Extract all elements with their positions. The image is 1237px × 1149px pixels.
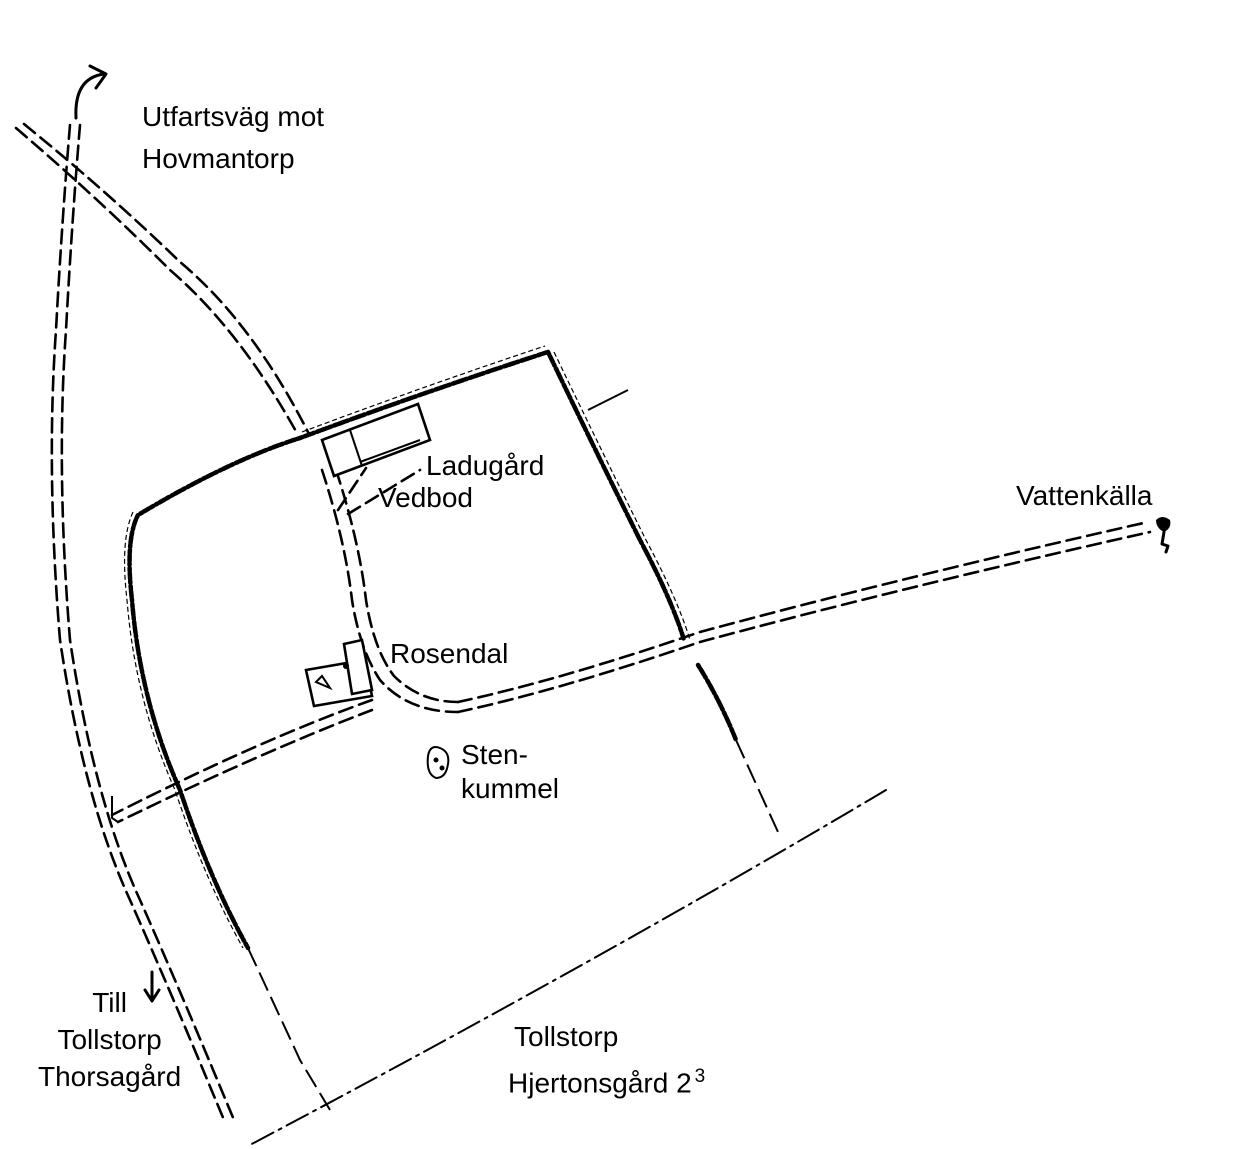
property-boundaries bbox=[247, 739, 887, 1147]
label-exit-road-line1: Utfartsväg mot bbox=[142, 101, 325, 132]
rosendal-house bbox=[304, 638, 374, 708]
label-till-line2: Tollstorp bbox=[57, 1024, 162, 1055]
road-rosendal-west bbox=[110, 698, 374, 824]
road-to-thorsagard bbox=[50, 123, 236, 1122]
label-hjertonsgard-number: 3 bbox=[694, 1066, 706, 1087]
label-till-line1: Till bbox=[92, 987, 127, 1018]
label-exit-road: Utfartsväg mot Hovmantorp bbox=[142, 96, 324, 180]
road-to-hovmantorp bbox=[14, 122, 310, 437]
label-stenkummel-line1: Sten- bbox=[461, 739, 528, 770]
down-arrow-icon bbox=[143, 970, 161, 1003]
label-till-thorsagard: Till Tollstorp Thorsagård bbox=[38, 984, 181, 1095]
label-exit-road-line2: Hovmantorp bbox=[142, 143, 295, 174]
label-vedbod: Vedbod bbox=[378, 482, 473, 513]
spring-marker-icon bbox=[1156, 517, 1171, 554]
label-stenkummel: Sten- kummel bbox=[461, 738, 559, 806]
curved-arrow-icon bbox=[74, 64, 108, 120]
label-till-line3: Thorsagård bbox=[38, 1061, 182, 1092]
label-stenkummel-line2: kummel bbox=[461, 773, 560, 804]
label-rosendal: Rosendal bbox=[390, 638, 509, 669]
label-vattenkalla: Vattenkälla bbox=[1016, 480, 1153, 511]
cairn-icon bbox=[426, 746, 450, 780]
label-ladugard: Ladugård bbox=[426, 450, 545, 481]
farm-enclosure-hedge bbox=[123, 345, 739, 951]
label-hjertonsgard-line2: Hjertonsgård 2 bbox=[508, 1067, 692, 1099]
road-to-vattenkalla bbox=[456, 520, 1152, 714]
path-to-vedbod bbox=[336, 466, 422, 516]
fence-tick bbox=[587, 389, 629, 411]
farm-lane bbox=[320, 468, 460, 714]
label-hjertonsgard-line1: Tollstorp bbox=[514, 1021, 619, 1052]
barn-building bbox=[320, 402, 432, 478]
